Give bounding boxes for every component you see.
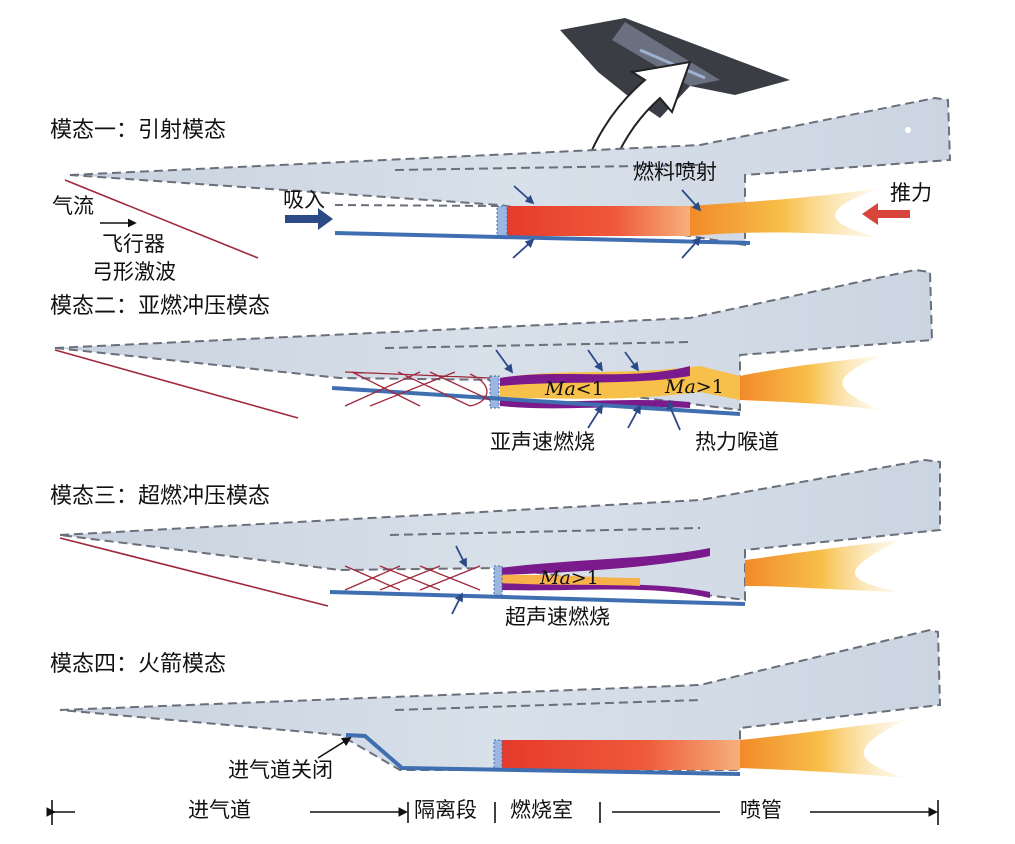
inlet-closed-label: 进气道关闭 (228, 758, 333, 782)
mode3-title: 模态三：超燃冲压模态 (50, 484, 271, 509)
mach-symbol: Ma (665, 376, 696, 398)
mode2-mach-supersonic: Ma>1 (665, 378, 724, 397)
mode3-vehicle (59, 458, 941, 602)
segment-scale (46, 800, 939, 825)
mode4-title: 模态四：火箭模态 (50, 652, 227, 677)
mode2-bow-shock (54, 349, 299, 419)
thermal-throat-label: 热力喉道 (695, 430, 779, 454)
airflow-label: 气流 (52, 194, 94, 218)
segment-inlet: 进气道 (188, 798, 251, 822)
mode1-title: 模态一：引射模态 (50, 118, 227, 143)
mach-gt1: >1 (695, 376, 724, 398)
mode2-engine (331, 356, 880, 416)
mode1-injection-arrows (512, 185, 702, 259)
vehicle-label: 飞行器 (102, 232, 165, 256)
mach-symbol: Ma (545, 378, 576, 400)
mach-symbol: Ma (540, 567, 571, 589)
mach-lt1: <1 (575, 378, 604, 400)
mode4-engine (345, 720, 905, 778)
mode2-title: 模态二：亚燃冲压模态 (50, 294, 271, 319)
mode2-mach-subsonic: Ma<1 (545, 380, 604, 399)
segment-nozzle: 喷管 (740, 798, 782, 822)
suction-arrow (285, 208, 333, 230)
mode3-mach-supersonic: Ma>1 (540, 569, 599, 588)
mode3-engine (329, 540, 900, 606)
mode2-injection-arrows (495, 349, 681, 431)
supersonic-combustion-label: 超声速燃烧 (505, 605, 610, 629)
mode3-bow-shock (59, 537, 329, 607)
inlet-closed-arrow (317, 736, 352, 759)
thrust-arrow (862, 203, 910, 225)
mode4-vehicle (59, 628, 942, 771)
segment-isolator: 隔离段 (414, 798, 477, 822)
mach-gt1: >1 (570, 567, 599, 589)
mode1-bow-shock (64, 179, 259, 259)
bow-shock-label: 弓形激波 (92, 260, 176, 284)
suction-label: 吸入 (283, 188, 325, 212)
segment-combustor: 燃烧室 (510, 798, 573, 822)
thrust-label: 推力 (890, 181, 932, 205)
fuel-injection-label: 燃料喷射 (633, 160, 717, 184)
subsonic-combustion-label: 亚声速燃烧 (490, 430, 595, 454)
mode1-engine (334, 188, 880, 245)
mode3-injection-arrows (451, 545, 467, 615)
